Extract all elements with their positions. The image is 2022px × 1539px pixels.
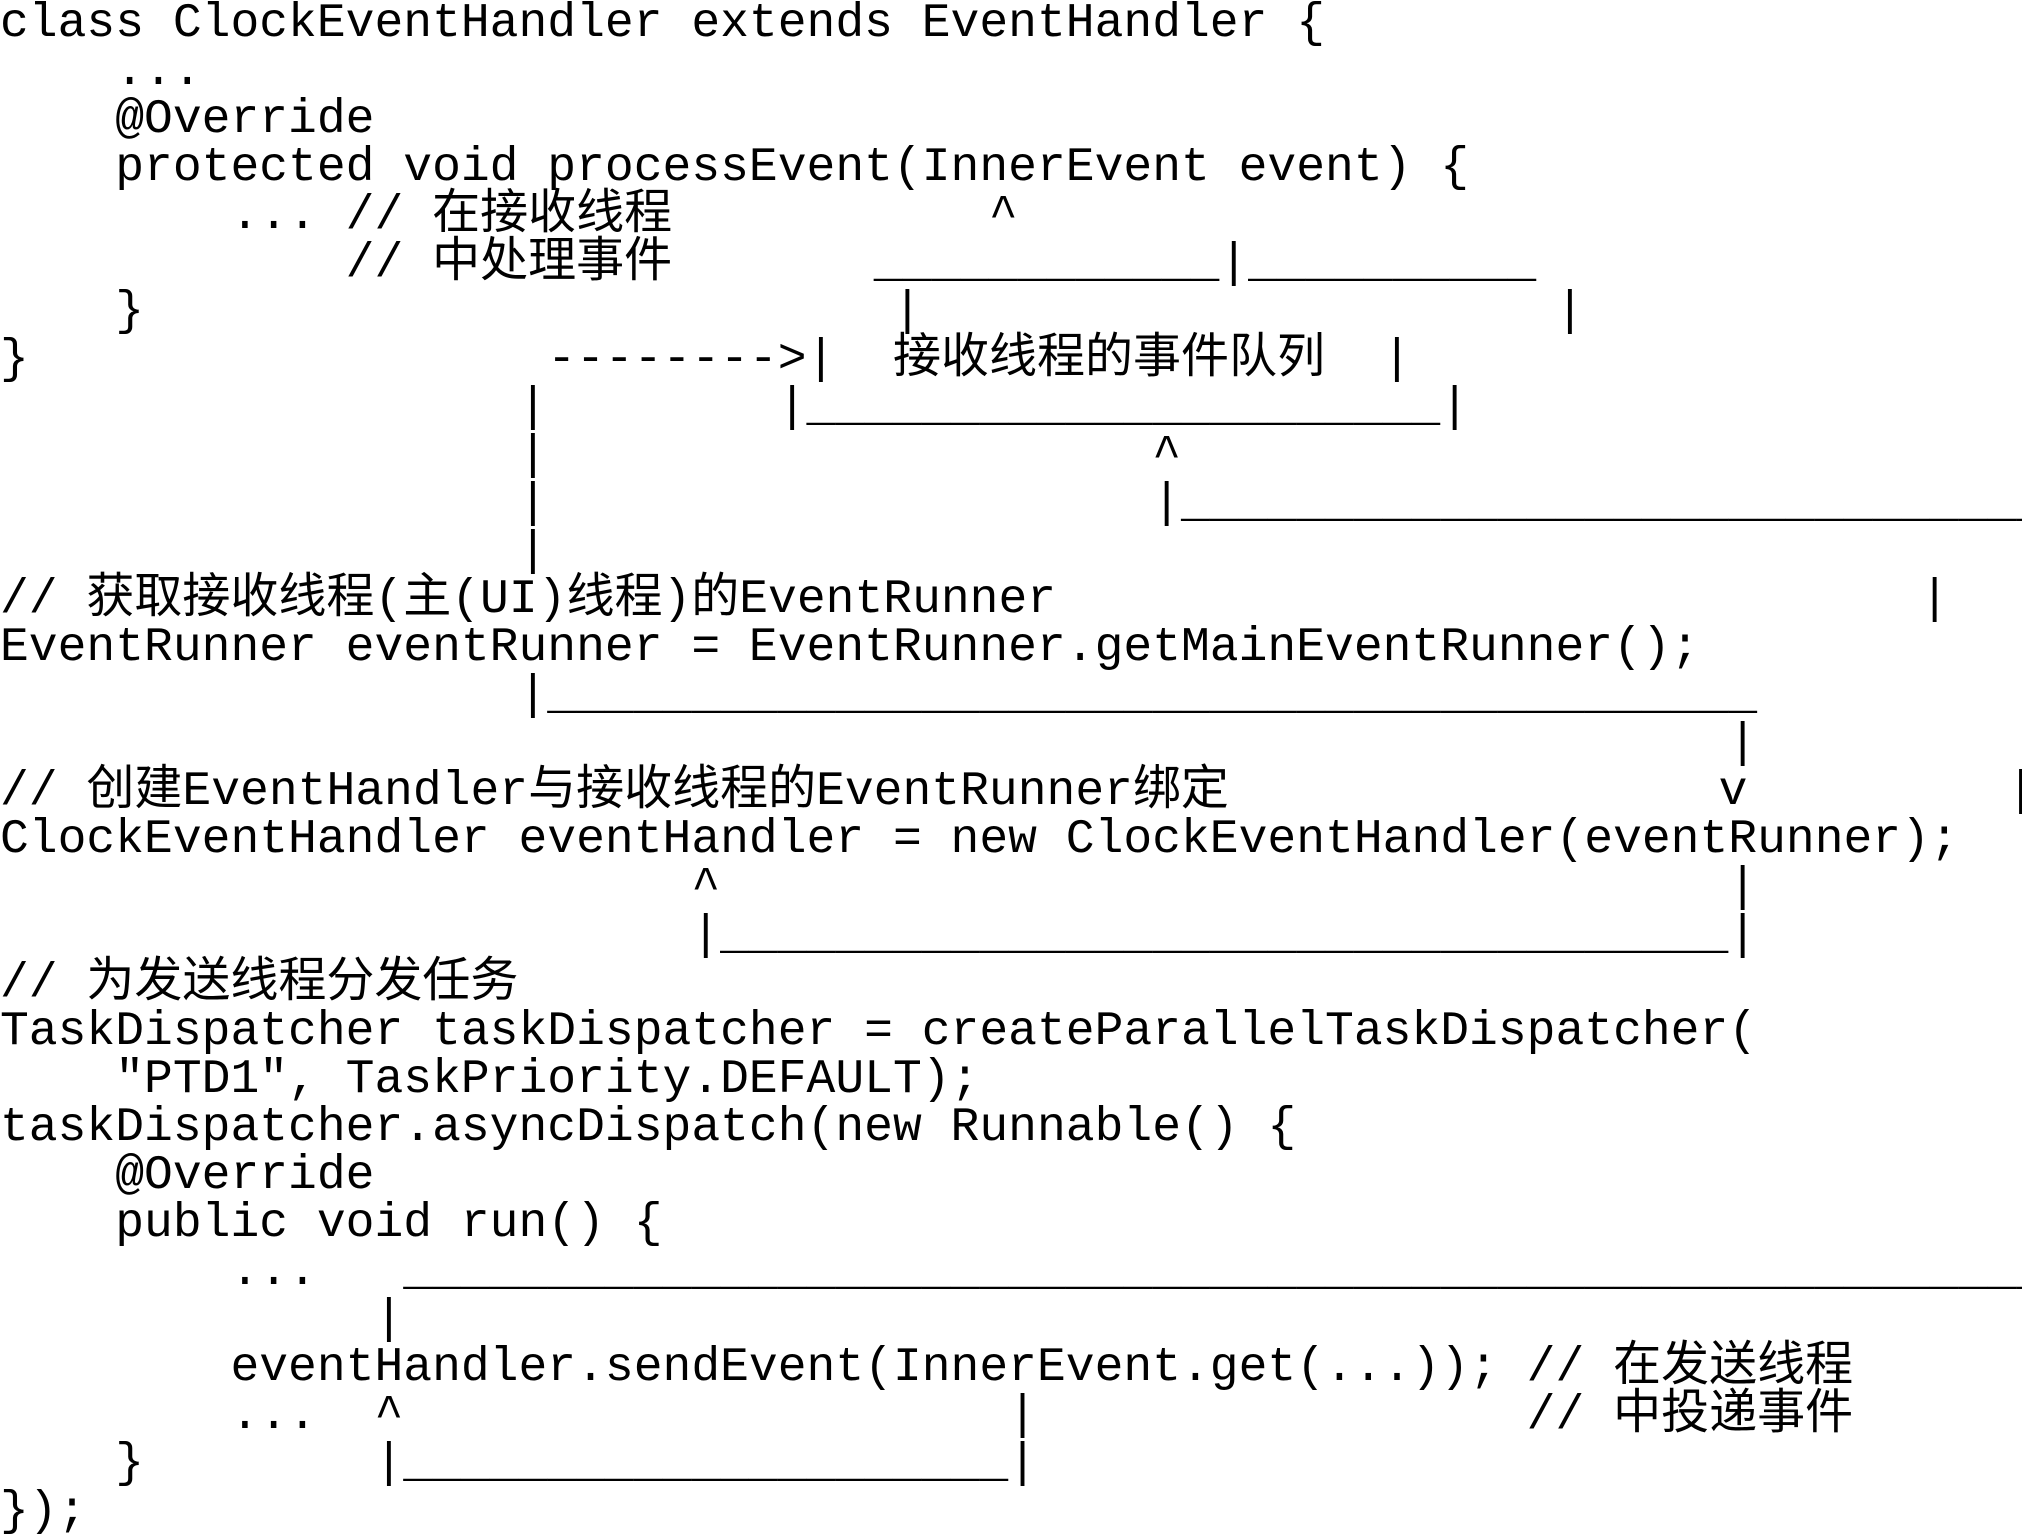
code-line: |___________________________________| | bbox=[0, 909, 2022, 963]
code-line: // 创建EventHandler与接收线程的EventRunner绑定 v | bbox=[0, 765, 2022, 819]
code-line: EventRunner eventRunner = EventRunner.ge… bbox=[0, 621, 2022, 675]
code-line: |_______________________________________… bbox=[0, 669, 2022, 723]
code-line: @Override | bbox=[0, 1149, 2022, 1203]
code-line: // 中处理事件 ____________|__________ bbox=[0, 237, 1537, 291]
code-line: } | | bbox=[0, 285, 1585, 339]
code-line: eventHandler.sendEvent(InnerEvent.get(..… bbox=[0, 1341, 1854, 1395]
code-line: TaskDispatcher taskDispatcher = createPa… bbox=[0, 1005, 2022, 1059]
code-line: protected void processEvent(InnerEvent e… bbox=[0, 141, 1470, 195]
code-line: "PTD1", TaskPriority.DEFAULT); | bbox=[0, 1053, 2022, 1107]
code-line: ... ____________________________________… bbox=[0, 1245, 2022, 1299]
code-line: | | bbox=[0, 525, 2022, 579]
code-line: | |______________________| bbox=[0, 381, 1470, 435]
code-line: public void run() { | bbox=[0, 1197, 2022, 1251]
code-line: taskDispatcher.asyncDispatch(new Runnabl… bbox=[0, 1101, 2022, 1155]
code-line: | |______________________________ bbox=[0, 477, 2022, 531]
code-line: ... ^ | // 中投递事件 bbox=[0, 1389, 1854, 1443]
code-line: ... // 在接收线程 ^ bbox=[0, 189, 1018, 243]
code-line: ^ | | bbox=[0, 861, 2022, 915]
code-line: }); bbox=[0, 1485, 87, 1539]
code-line: // 为发送线程分发任务 | bbox=[0, 957, 2022, 1011]
code-line: | | bbox=[0, 717, 2022, 771]
code-line: // 获取接收线程(主(UI)线程)的EventRunner | bbox=[0, 573, 1950, 627]
code-line: } |_____________________| bbox=[0, 1437, 1037, 1491]
code-line: ClockEventHandler eventHandler = new Clo… bbox=[0, 813, 2022, 867]
code-line: | bbox=[0, 1293, 404, 1347]
code-line: class ClockEventHandler extends EventHan… bbox=[0, 0, 1326, 51]
code-line: | ^ bbox=[0, 429, 1181, 483]
code-line: ... bbox=[0, 45, 202, 99]
code-line: @Override bbox=[0, 93, 375, 147]
event-queue-box-line: } -------->| 接收线程的事件队列 | bbox=[0, 333, 1412, 387]
